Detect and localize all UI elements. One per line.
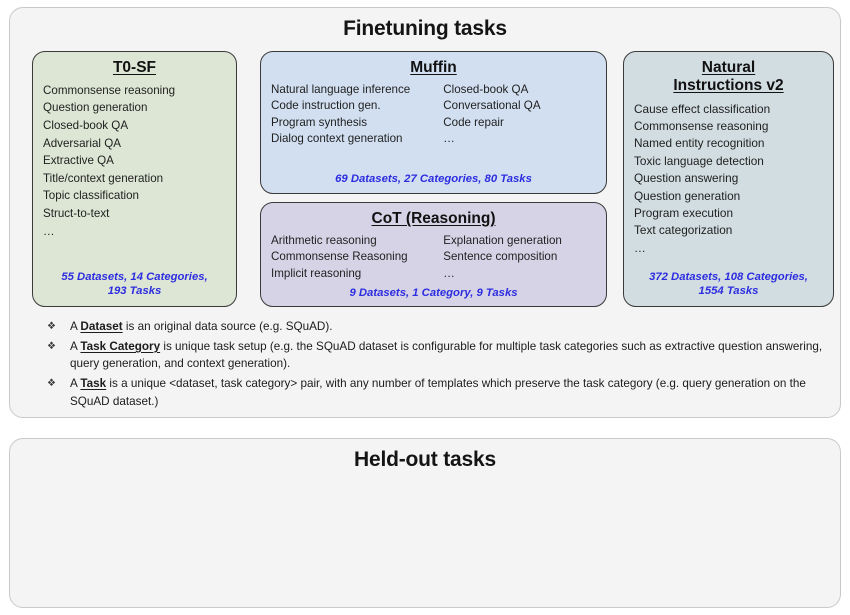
panel-cot-stats: 9 Datasets, 1 Category, 9 Tasks <box>349 287 518 299</box>
definitions-list: ❖ A Dataset is an original data source (… <box>44 318 834 413</box>
heldout-tasks-section: Held-out tasks MMLU Abstract algebra Col… <box>9 438 841 608</box>
list-item: Explanation generation <box>443 233 562 247</box>
definition-text-dataset: A Dataset is an original data source (e.… <box>70 318 834 335</box>
list-item: Adversarial QA <box>43 136 121 150</box>
list-item: Named entity recognition <box>634 136 765 151</box>
list-item-ellipsis: … <box>43 224 55 238</box>
definition-suffix: is unique task setup (e.g. the SQuAD dat… <box>70 339 823 371</box>
list-item: Commonsense reasoning <box>634 119 769 134</box>
definition-row-task-category: ❖ A Task Category is unique task setup (… <box>44 338 834 373</box>
list-item: Topic classification <box>43 189 140 203</box>
list-item: Conversational QA <box>443 99 541 113</box>
list-item: Program execution <box>634 206 734 221</box>
panel-cot-items-left: Arithmetic reasoning Commonsense Reasoni… <box>271 233 443 282</box>
list-item: Code instruction gen. <box>271 99 381 113</box>
list-item-ellipsis: … <box>443 132 455 146</box>
list-item-ellipsis: … <box>634 240 646 255</box>
panel-t0sf-stats: 55 Datasets, 14 Categories, 193 Tasks <box>43 270 226 298</box>
list-item: Question generation <box>634 188 741 203</box>
panel-niv2-title: Natural Instructions v2 <box>634 59 823 95</box>
panel-niv2-title-line2: Instructions v2 <box>673 76 784 94</box>
definition-term: Dataset <box>80 320 123 333</box>
definition-prefix: A <box>70 377 81 391</box>
list-item: Arithmetic reasoning <box>271 233 377 247</box>
definition-term: Task <box>80 377 107 391</box>
panel-t0sf-stat-line2: 193 Tasks <box>107 285 162 297</box>
diamond-bullet-icon: ❖ <box>47 340 56 352</box>
definition-row-dataset: ❖ A Dataset is an original data source (… <box>44 318 834 335</box>
definition-text-task-category: A Task Category is unique task setup (e.… <box>70 338 834 373</box>
panel-cot[interactable]: CoT (Reasoning) Arithmetic reasoning Com… <box>260 202 607 307</box>
heldout-section-title: Held-out tasks <box>354 448 496 471</box>
panel-t0sf-items: Commonsense reasoning Question generatio… <box>43 82 226 240</box>
finetuning-section-title: Finetuning tasks <box>343 17 507 40</box>
panel-muffin-items-left: Natural language inference Code instruct… <box>271 82 443 148</box>
list-item: Struct-to-text <box>43 206 110 220</box>
definition-suffix: is an original data source (e.g. SQuAD). <box>122 320 333 333</box>
finetuning-tasks-section: Finetuning tasks T0-SF Commonsense reaso… <box>9 7 841 418</box>
list-item: Implicit reasoning <box>271 266 362 280</box>
panel-niv2-items: Cause effect classification Commonsense … <box>634 101 823 258</box>
panel-niv2-title-line1: Natural <box>701 59 756 76</box>
panel-t0sf-title: T0-SF <box>112 59 157 76</box>
panel-t0sf-stat-line1: 55 Datasets, 14 Categories, <box>61 271 208 283</box>
list-item: Closed-book QA <box>443 82 529 96</box>
list-item: Commonsense reasoning <box>43 83 176 97</box>
panel-cot-title: CoT (Reasoning) <box>371 210 496 227</box>
definition-row-task: ❖ A Task is a unique <dataset, task cate… <box>44 375 834 410</box>
panel-muffin-items-right: Closed-book QA Conversational QA Code re… <box>443 82 596 148</box>
list-item: Natural language inference <box>271 82 411 96</box>
list-item: Code repair <box>443 115 504 129</box>
panel-muffin-stats: 69 Datasets, 27 Categories, 80 Tasks <box>335 173 532 185</box>
list-item: Dialog context generation <box>271 132 403 146</box>
panel-niv2-stats: 372 Datasets, 108 Categories, 1554 Tasks <box>632 270 825 298</box>
panel-cot-items-right: Explanation generation Sentence composit… <box>443 233 596 282</box>
list-item-ellipsis: … <box>443 266 455 280</box>
panel-t0sf[interactable]: T0-SF Commonsense reasoning Question gen… <box>32 51 237 307</box>
list-item: Question generation <box>43 101 148 115</box>
panel-muffin-title: Muffin <box>410 59 457 76</box>
panel-niv2-stat-line2: 1554 Tasks <box>698 285 759 297</box>
list-item: Toxic language detection <box>634 153 764 168</box>
list-item: Cause effect classification <box>634 101 771 116</box>
panel-muffin-items: Natural language inference Code instruct… <box>271 82 596 148</box>
panel-niv2-stat-line1: 372 Datasets, 108 Categories, <box>649 271 808 283</box>
panel-muffin[interactable]: Muffin Natural language inference Code i… <box>260 51 607 194</box>
panel-natural-instructions-v2[interactable]: Natural Instructions v2 Cause effect cla… <box>623 51 834 307</box>
definition-prefix: A <box>70 320 81 333</box>
diamond-bullet-icon: ❖ <box>47 378 56 390</box>
definition-term: Task Category <box>80 339 161 353</box>
list-item: Extractive QA <box>43 154 114 168</box>
list-item: Title/context generation <box>43 171 164 185</box>
list-item: Sentence composition <box>443 250 558 264</box>
list-item: Program synthesis <box>271 115 368 129</box>
list-item: Closed-book QA <box>43 119 129 132</box>
list-item: Text categorization <box>634 223 733 238</box>
panel-cot-items: Arithmetic reasoning Commonsense Reasoni… <box>271 233 596 282</box>
list-item: Commonsense Reasoning <box>271 250 408 264</box>
diamond-bullet-icon: ❖ <box>47 321 56 332</box>
definition-prefix: A <box>70 339 81 353</box>
list-item: Question answering <box>634 171 739 186</box>
definition-text-task: A Task is a unique <dataset, task catego… <box>70 375 834 410</box>
definition-suffix: is a unique <dataset, task category> pai… <box>70 377 806 408</box>
